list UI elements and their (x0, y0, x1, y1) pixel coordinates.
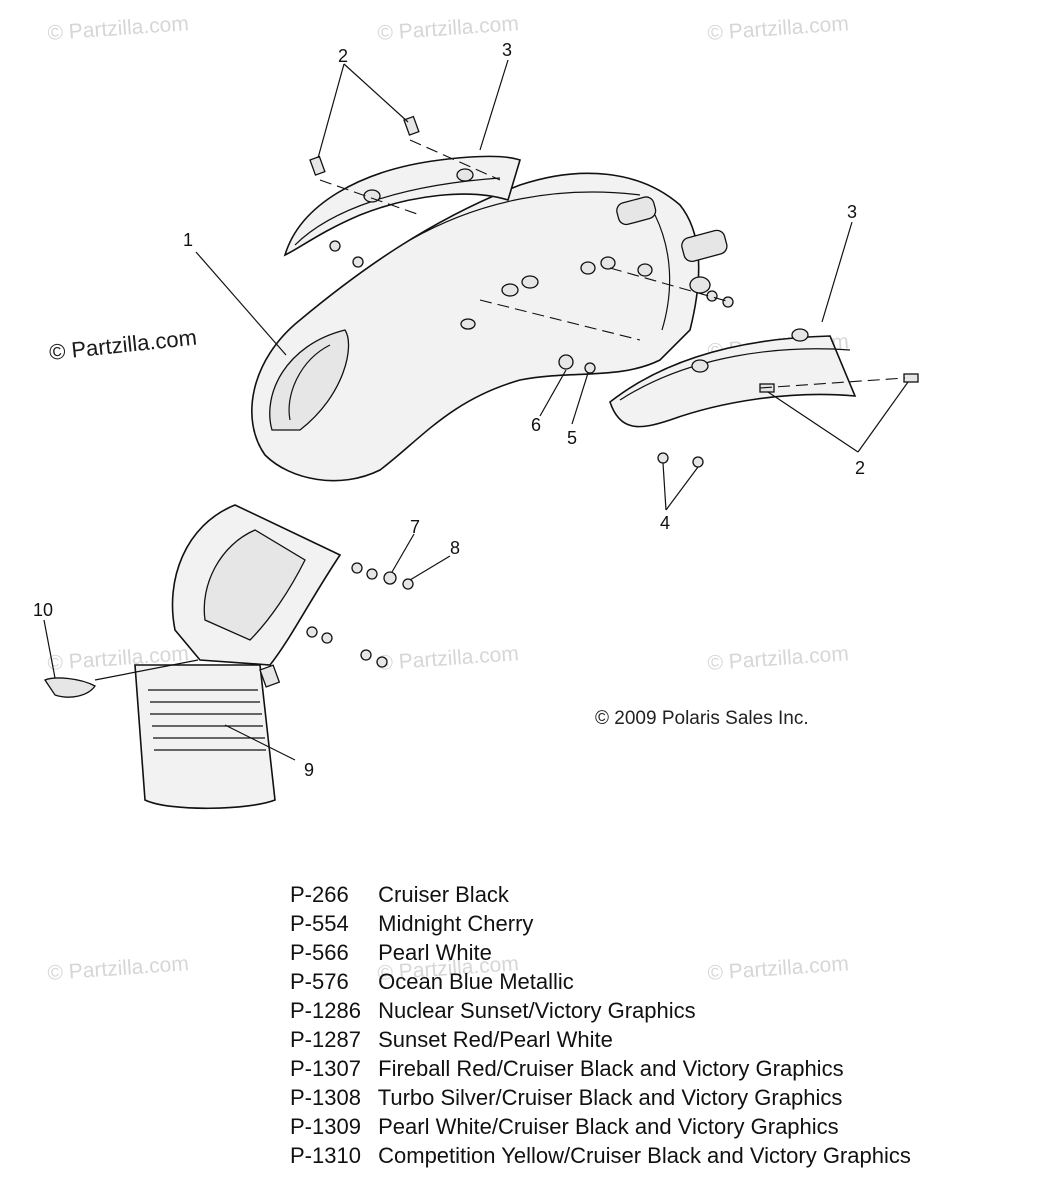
paint-name: Ocean Blue Metallic (378, 969, 574, 994)
leader-lines (43, 59, 909, 761)
paint-name: Sunset Red/Pearl White (378, 1027, 613, 1052)
license-plate-bracket (134, 504, 342, 810)
callout-3: 3 (502, 40, 512, 60)
paint-code-item: P-1287 Sunset Red/Pearl White (290, 1025, 911, 1054)
paint-code-item: P-554 Midnight Cherry (290, 909, 911, 938)
paint-code: P-266 (290, 882, 349, 907)
paint-name: Pearl White/Cruiser Black and Victory Gr… (378, 1114, 839, 1139)
paint-name: Competition Yellow/Cruiser Black and Vic… (378, 1143, 911, 1168)
plate-ribs (148, 689, 266, 751)
callout-2: 2 (855, 458, 865, 478)
watermark: © Partzilla.com (47, 952, 190, 985)
paint-code: P-554 (290, 911, 349, 936)
rail-right (609, 328, 857, 428)
paint-code: P-1310 (290, 1143, 361, 1168)
watermark: © Partzilla.com (707, 642, 850, 675)
callout-2: 2 (338, 46, 348, 66)
callout-9: 9 (304, 760, 314, 780)
paint-code-item: P-576 Ocean Blue Metallic (290, 967, 911, 996)
callout-labels: 1 2 3 3 2 4 5 6 7 8 9 10 (33, 40, 865, 780)
paint-code-item: P-1307 Fireball Red/Cruiser Black and Vi… (290, 1054, 911, 1083)
fasteners (306, 115, 919, 668)
paint-name: Midnight Cherry (378, 911, 534, 936)
paint-code-item: P-1286 Nuclear Sunset/Victory Graphics (290, 996, 911, 1025)
paint-code-item: P-1308 Turbo Silver/Cruiser Black and Vi… (290, 1083, 911, 1112)
rail-left (283, 155, 521, 257)
callout-10: 10 (33, 600, 53, 620)
paint-code: P-1308 (290, 1085, 361, 1110)
callout-6: 6 (531, 415, 541, 435)
watermark: © Partzilla.com (377, 12, 520, 45)
paint-code-item: P-1309 Pearl White/Cruiser Black and Vic… (290, 1112, 911, 1141)
paint-code-item: P-566 Pearl White (290, 938, 911, 967)
watermark: © Partzilla.com (707, 12, 850, 45)
callout-3: 3 (847, 202, 857, 222)
paint-name: Cruiser Black (378, 882, 509, 907)
paint-code: P-1309 (290, 1114, 361, 1139)
rear-fender (251, 172, 728, 482)
callout-7: 7 (410, 517, 420, 537)
paint-code: P-1286 (290, 998, 361, 1023)
paint-code: P-576 (290, 969, 349, 994)
paint-code: P-1287 (290, 1027, 361, 1052)
watermark: © Partzilla.com (377, 642, 520, 675)
callout-1: 1 (183, 230, 193, 250)
callout-4: 4 (660, 513, 670, 533)
partzilla-label: © Partzilla.com (48, 325, 198, 365)
callout-5: 5 (567, 428, 577, 448)
paint-name: Fireball Red/Cruiser Black and Victory G… (378, 1056, 844, 1081)
paint-name: Turbo Silver/Cruiser Black and Victory G… (377, 1085, 843, 1110)
watermarks: © Partzilla.com © Partzilla.com © Partzi… (47, 12, 850, 985)
paint-name: Pearl White (378, 940, 492, 965)
paint-code: P-1307 (290, 1056, 361, 1081)
paint-code: P-566 (290, 940, 349, 965)
reflector (44, 677, 96, 698)
copyright-text: © 2009 Polaris Sales Inc. (595, 708, 809, 729)
paint-code-item: P-266 Cruiser Black (290, 880, 911, 909)
paint-code-item: P-1310 Competition Yellow/Cruiser Black … (290, 1141, 911, 1170)
watermark: © Partzilla.com (47, 12, 190, 45)
paint-name: Nuclear Sunset/Victory Graphics (378, 998, 696, 1023)
alignment-lines (319, 139, 906, 389)
callout-8: 8 (450, 538, 460, 558)
paint-code-list: P-266 Cruiser Black P-554 Midnight Cherr… (290, 880, 911, 1170)
